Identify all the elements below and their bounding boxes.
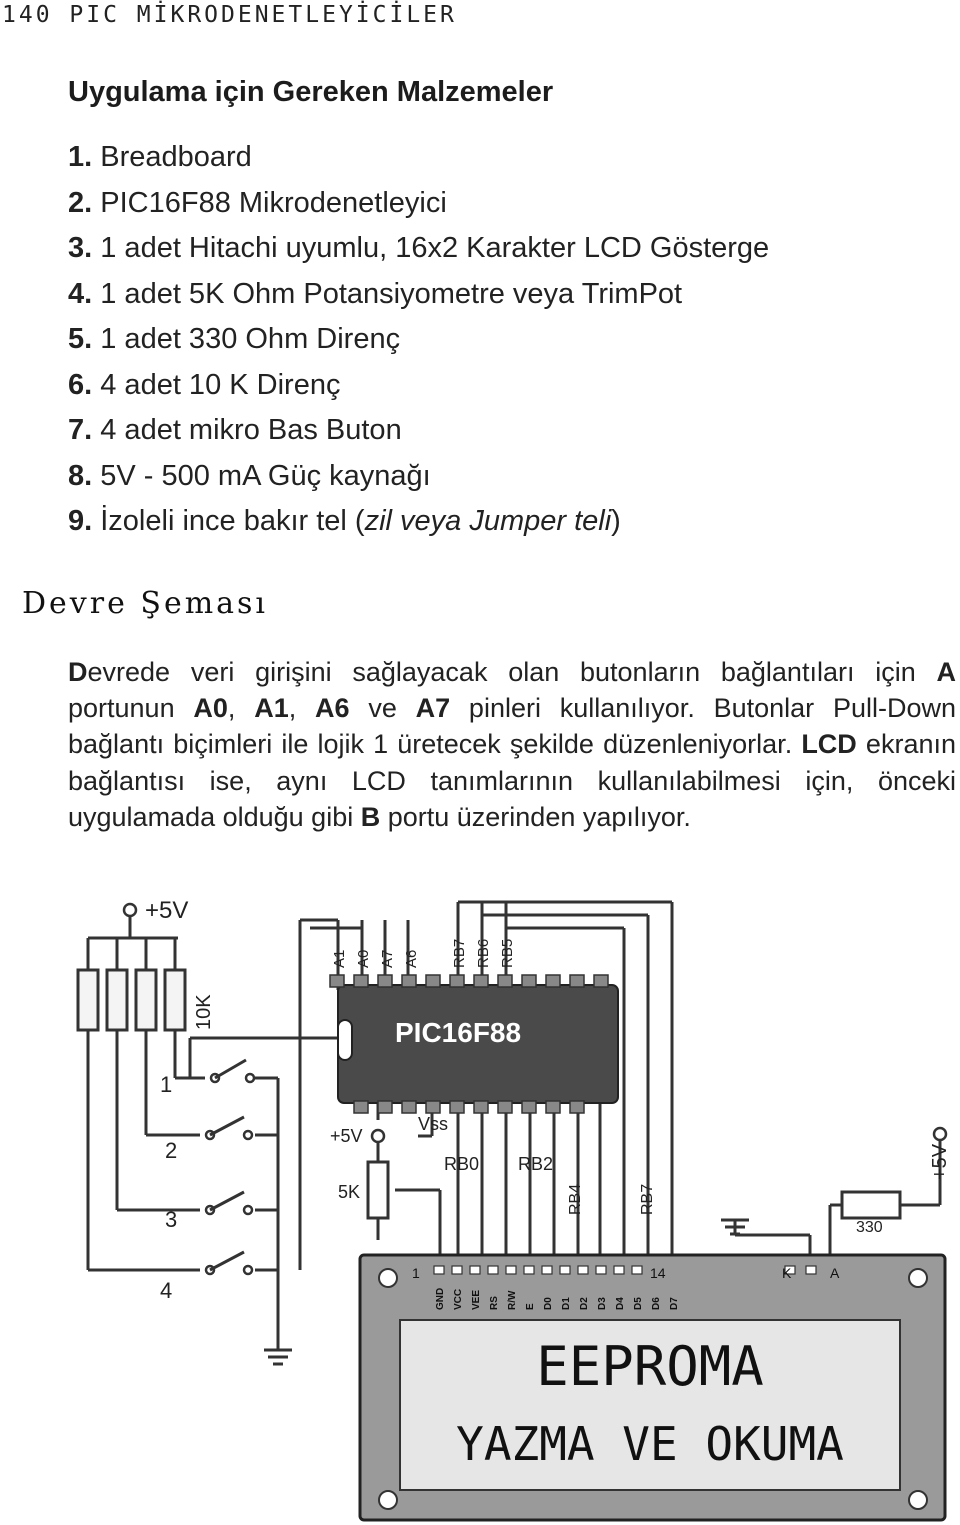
lcd-pin-d2: D2 (579, 1297, 590, 1310)
rb7b-label: RB7 (639, 1184, 656, 1215)
button-4-label: 4 (160, 1278, 172, 1303)
pin-a0: A0 (355, 950, 372, 968)
lcd-pin-d1: D1 (561, 1297, 572, 1310)
lcd-line1: EEPROMA (536, 1335, 764, 1398)
lcd-pin-rw: R/W (507, 1290, 518, 1310)
vcc-mid-label: +5V (330, 1126, 363, 1146)
list-item: 4. 1 adet 5K Ohm Potansiyometre veya Tri… (68, 277, 683, 310)
vss-label: Vss (418, 1114, 448, 1134)
list-item: 2. PIC16F88 Mikrodenetleyici (68, 186, 447, 219)
lcd-pin-d7: D7 (669, 1297, 680, 1310)
lcd-pin-gnd: GND (435, 1288, 446, 1310)
page-header: 140 PIC MİKRODENETLEYİCİLER (2, 2, 457, 28)
lcd-pin-vee: VEE (471, 1290, 482, 1310)
pin-rb6: RB6 (475, 939, 492, 968)
lcd-pin-d4: D4 (615, 1297, 626, 1310)
lcd-pin14-label: 14 (650, 1265, 666, 1281)
pin-a6: A6 (403, 950, 420, 968)
pot-label: 5K (338, 1182, 360, 1202)
pin-a7: A7 (379, 950, 396, 968)
lcd-pin-vcc: VCC (453, 1289, 464, 1310)
list-item: 9. İzoleli ince bakır tel (zil veya Jump… (68, 505, 621, 537)
lcd-a-label: A (830, 1265, 840, 1281)
lcd-pin-d5: D5 (633, 1297, 644, 1310)
rb2-label: RB2 (518, 1154, 553, 1174)
circuit-paragraph: Devrede veri girişini sağlayacak olan bu… (68, 657, 956, 832)
list-item: 7. 4 adet mikro Bas Buton (68, 414, 402, 446)
lcd-pin-rs: RS (489, 1296, 500, 1310)
list-item: 8. 5V - 500 mA Güç kaynağı (68, 459, 431, 492)
vcc-top-label: +5V (145, 897, 188, 924)
lcd-pin1-label: 1 (412, 1265, 420, 1281)
rb4-label: RB4 (567, 1184, 584, 1215)
list-item: 6. 4 adet 10 K Direnç (68, 368, 341, 401)
button-1-label: 1 (160, 1072, 172, 1097)
lcd-pin-d6: D6 (651, 1297, 662, 1310)
circuit-schematic: +5V 10K PIC16F88 A1 A0 A7 A6 RB7 RB6 RB5… (76, 897, 951, 1522)
r330-label: 330 (856, 1219, 883, 1236)
materials-title: Uygulama için Gereken Malzemeler (68, 76, 554, 108)
button-3-label: 3 (165, 1207, 177, 1232)
button-2-label: 2 (165, 1138, 177, 1163)
pin-rb7: RB7 (451, 939, 468, 968)
rb0-label: RB0 (444, 1154, 479, 1174)
pin-a1: A1 (331, 950, 348, 968)
pin-rb5: RB5 (499, 939, 516, 968)
lcd-pin-e: E (525, 1303, 536, 1310)
list-item: 3. 1 adet Hitachi uyumlu, 16x2 Karakter … (68, 232, 770, 264)
lcd-pin-d3: D3 (597, 1297, 608, 1310)
vcc-right-label: +5V (929, 1143, 951, 1180)
list-item: 5. 1 adet 330 Ohm Direnç (68, 323, 401, 355)
chip-label: PIC16F88 (395, 1017, 521, 1048)
circuit-title: Devre Şeması (22, 586, 269, 621)
r10k-label: 10K (193, 994, 215, 1030)
lcd-k-label: K (782, 1265, 792, 1281)
materials-list: 1. Breadboard 2. PIC16F88 Mikrodenetleyi… (68, 135, 769, 545)
lcd-pin-d0: D0 (543, 1297, 554, 1310)
list-item: 1. Breadboard (68, 141, 252, 173)
lcd-line2: YAZMA VE OKUMA (456, 1417, 844, 1471)
